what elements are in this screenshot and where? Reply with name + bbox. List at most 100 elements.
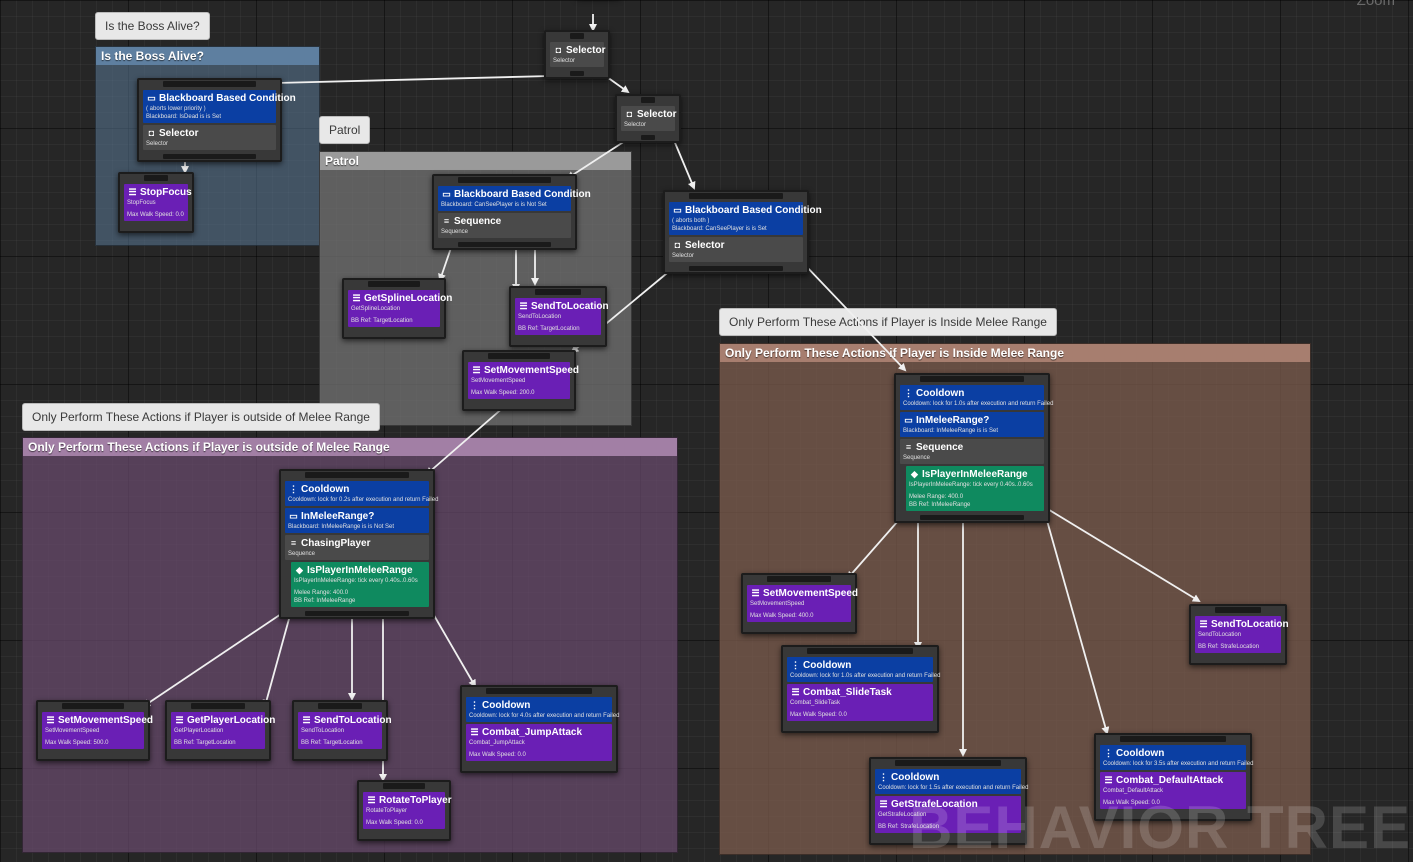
task-section: ☰Combat_JumpAttack Combat_JumpAttack Max… [466,724,612,761]
task-icon: ☰ [352,293,361,303]
inmeleerange-decorator[interactable]: ▭InMeleeRange? Blackboard: InMeleeRange … [900,412,1044,437]
getstrafelocation-task-node[interactable]: ⋮Cooldown Cooldown: lock for 1.5s after … [869,757,1028,845]
service-line: BB Ref: InMeleeRange [909,502,971,508]
service-line: IsPlayerInMeleeRange: tick every 0.40s..… [909,482,1033,488]
setmovementspeed-task-node[interactable]: ☰SetMovementSpeed SetMovementSpeed Max W… [36,700,154,761]
task-line: Max Walk Speed: 0.0 [469,752,526,758]
comment-bubble-patrol[interactable]: Patrol [319,116,371,144]
chasingplayer-sequence-node[interactable]: ⋮Cooldown Cooldown: lock for 0.2s after … [279,469,438,619]
service-section[interactable]: ◆IsPlayerInMeleeRange IsPlayerInMeleeRan… [291,562,429,607]
task-title: Combat_DefaultAttack [1116,775,1224,786]
node-title: ChasingPlayer [301,538,371,549]
task-title: Combat_SlideTask [803,687,892,698]
stopfocus-task-node[interactable]: ☰StopFocus StopFocus Max Walk Speed: 0.0 [118,172,194,233]
patrol-sequence-node[interactable]: ▭Blackboard Based Condition Blackboard: … [432,174,591,250]
cooldown-decorator[interactable]: ⋮Cooldown Cooldown: lock for 0.2s after … [285,481,438,506]
task-line: SetMovementSpeed [471,378,526,384]
node-subtitle: Selector [553,58,576,64]
task-line: Combat_SlideTask [790,700,841,706]
task-title: SendToLocation [314,715,392,726]
decorator-line: Blackboard: IsDead is is Set [146,114,222,120]
task-section: ☰Combat_DefaultAttack Combat_DefaultAtta… [1100,772,1246,809]
rotatetoplayer-task-node[interactable]: ☰RotateToPlayer RotateToPlayer Max Walk … [357,780,452,841]
boss-alive-selector-node[interactable]: ▭Blackboard Based Condition ( aborts low… [137,78,296,162]
composite-section: ≡Sequence Sequence [900,439,1044,464]
player-visible-selector-node[interactable]: ▭Blackboard Based Condition ( aborts bot… [663,190,822,274]
inmeleerange-decorator[interactable]: ▭InMeleeRange? Blackboard: InMeleeRange … [285,508,429,533]
task-title: SetMovementSpeed [484,365,580,376]
cooldown-decorator[interactable]: ⋮Cooldown Cooldown: lock for 3.5s after … [1100,745,1253,770]
decorator-line: Cooldown: lock for 1.0s after execution … [903,401,1054,407]
task-icon: ☰ [751,588,760,598]
decorator-title: Cooldown [916,388,965,399]
task-icon: ☰ [302,715,311,725]
task-section: ☰SendToLocation SendToLocation BB Ref: T… [298,712,392,749]
cooldown-icon: ⋮ [1104,748,1113,758]
sequence-icon: ≡ [290,538,297,548]
task-line: GetStrafeLocation [878,812,927,818]
setmovementspeed-task-node[interactable]: ☰SetMovementSpeed SetMovementSpeed Max W… [462,350,580,411]
composite-section: ◘Selector Selector [621,106,676,131]
node-title: Selector [685,240,725,251]
task-line: RotateToPlayer [366,808,408,814]
node-subtitle: Sequence [288,551,316,557]
service-line: IsPlayerInMeleeRange: tick every 0.40s..… [294,578,418,584]
task-icon: ☰ [367,795,376,805]
sendtolocation-task-node[interactable]: ☰SendToLocation SendToLocation BB Ref: T… [292,700,392,761]
selector-node[interactable]: ◘Selector Selector [544,30,610,79]
comment-bubble-inside-melee[interactable]: Only Perform These Actions if Player is … [719,308,1057,336]
node-title: Selector [566,45,606,56]
getsplinelocation-task-node[interactable]: ☰GetSplineLocation GetSplineLocation BB … [342,278,452,339]
decorator-title: Cooldown [301,484,350,495]
composite-section: ≡Sequence Sequence [438,213,571,238]
decorator-title: Cooldown [803,660,852,671]
comment-bubble-boss[interactable]: Is the Boss Alive? [95,12,210,40]
cooldown-icon: ⋮ [904,388,913,398]
task-line: GetSplineLocation [351,306,401,312]
node-subtitle: Sequence [903,455,931,461]
blackboard-decorator[interactable]: ▭Blackboard Based Condition Blackboard: … [438,186,591,211]
task-title: SetMovementSpeed [58,715,154,726]
task-icon: ☰ [1199,619,1208,629]
task-section: ☰RotateToPlayer RotateToPlayer Max Walk … [363,792,452,829]
task-icon: ☰ [519,301,528,311]
blackboard-decorator[interactable]: ▭Blackboard Based Condition ( aborts low… [143,90,296,123]
sendtolocation-task-node[interactable]: ☰SendToLocation SendToLocation BB Ref: T… [509,286,609,347]
inside-melee-sequence-node[interactable]: ⋮Cooldown Cooldown: lock for 1.0s after … [894,373,1054,523]
task-section: ☰StopFocus StopFocus Max Walk Speed: 0.0 [124,184,192,221]
task-line: SendToLocation [518,314,562,320]
node-subtitle: Selector [672,253,695,259]
blackboard-icon: ▭ [673,205,682,215]
node-subtitle: Sequence [441,229,469,235]
service-section[interactable]: ◆IsPlayerInMeleeRange IsPlayerInMeleeRan… [906,466,1044,511]
decorator-line: ( aborts lower priority ) [146,106,206,112]
cooldown-icon: ⋮ [791,660,800,670]
sendtolocation-task-node[interactable]: ☰SendToLocation SendToLocation BB Ref: S… [1189,604,1289,665]
setmovementspeed-task-node[interactable]: ☰SetMovementSpeed SetMovementSpeed Max W… [741,573,858,634]
task-section: ☰SetMovementSpeed SetMovementSpeed Max W… [747,585,858,622]
comment-title: Only Perform These Actions if Player is … [23,438,677,456]
decorator-title: Cooldown [1116,748,1165,759]
combat-defaultattack-task-node[interactable]: ⋮Cooldown Cooldown: lock for 3.5s after … [1094,733,1253,821]
task-line: GetPlayerLocation [174,728,224,734]
cooldown-decorator[interactable]: ⋮Cooldown Cooldown: lock for 4.0s after … [466,697,619,722]
task-section: ☰GetPlayerLocation GetPlayerLocation BB … [171,712,275,749]
cooldown-decorator[interactable]: ⋮Cooldown Cooldown: lock for 1.0s after … [900,385,1054,410]
node-subtitle: Selector [146,141,169,147]
task-line: StopFocus [127,200,156,206]
getplayerlocation-task-node[interactable]: ☰GetPlayerLocation GetPlayerLocation BB … [165,700,275,761]
blackboard-decorator[interactable]: ▭Blackboard Based Condition ( aborts bot… [669,202,822,235]
composite-section: ◘Selector Selector [669,237,803,262]
combat-slidetask-task-node[interactable]: ⋮Cooldown Cooldown: lock for 1.0s after … [781,645,940,733]
task-line: BB Ref: TargetLocation [301,740,363,746]
comment-bubble-outside-melee[interactable]: Only Perform These Actions if Player is … [22,403,380,431]
blackboard-icon: ▭ [904,415,913,425]
cooldown-decorator[interactable]: ⋮Cooldown Cooldown: lock for 1.5s after … [875,769,1028,794]
composite-section: ◘Selector Selector [143,125,276,150]
blackboard-icon: ▭ [289,511,298,521]
combat-jumpattack-task-node[interactable]: ⋮Cooldown Cooldown: lock for 4.0s after … [460,685,619,773]
task-section: ☰GetSplineLocation GetSplineLocation BB … [348,290,452,327]
cooldown-decorator[interactable]: ⋮Cooldown Cooldown: lock for 1.0s after … [787,657,940,682]
zoom-label: Zoom [1356,0,1395,9]
selector-node-2[interactable]: ◘Selector Selector [615,94,681,143]
